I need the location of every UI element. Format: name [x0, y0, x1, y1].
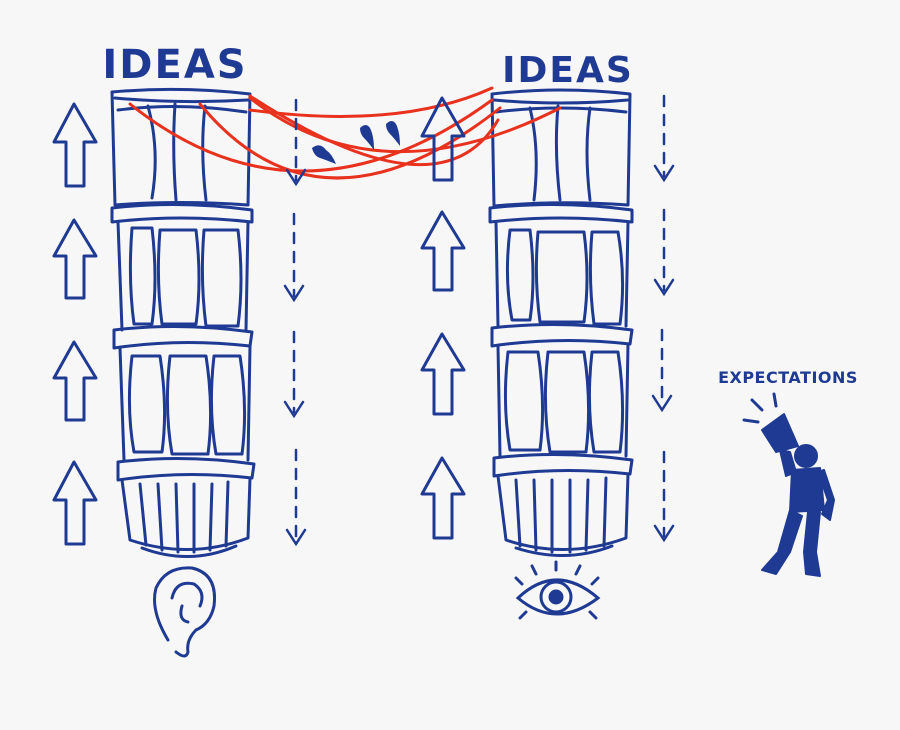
- up-arrow-icon: [420, 96, 466, 182]
- up-arrow-icon: [52, 218, 98, 300]
- bird-icons: [312, 121, 400, 164]
- expectations-label: EXPECTATIONS: [718, 368, 858, 387]
- right-column-title: IDEAS: [502, 50, 634, 91]
- right-down-arrows: [651, 94, 675, 543]
- down-arrow-icon: [285, 448, 307, 547]
- down-arrow-icon: [283, 330, 305, 419]
- down-arrow-icon: [653, 94, 675, 183]
- up-arrow-icon: [52, 460, 98, 546]
- up-arrow-icon: [420, 332, 466, 416]
- up-arrow-icon: [420, 456, 466, 540]
- down-arrow-icon: [653, 208, 675, 297]
- down-arrow-icon: [653, 450, 675, 543]
- person-with-megaphone-icon: [761, 413, 835, 577]
- left-down-arrows: [283, 98, 307, 547]
- bird-icon: [386, 121, 400, 146]
- eye-icon: [514, 560, 601, 620]
- down-arrow-icon: [651, 328, 673, 413]
- right-up-arrows: [420, 96, 466, 540]
- up-arrow-icon: [52, 102, 98, 188]
- megaphone-rays: [742, 392, 778, 424]
- up-arrow-icon: [420, 210, 466, 292]
- bird-icon: [312, 145, 336, 164]
- up-arrow-icon: [52, 340, 98, 422]
- left-column: [110, 87, 256, 558]
- ear-icon: [153, 566, 217, 658]
- left-up-arrows: [52, 102, 98, 546]
- right-column: [488, 88, 634, 557]
- down-arrow-icon: [283, 212, 305, 303]
- bird-icon: [360, 125, 374, 150]
- left-column-title: IDEAS: [102, 42, 247, 88]
- down-arrow-icon: [285, 98, 307, 187]
